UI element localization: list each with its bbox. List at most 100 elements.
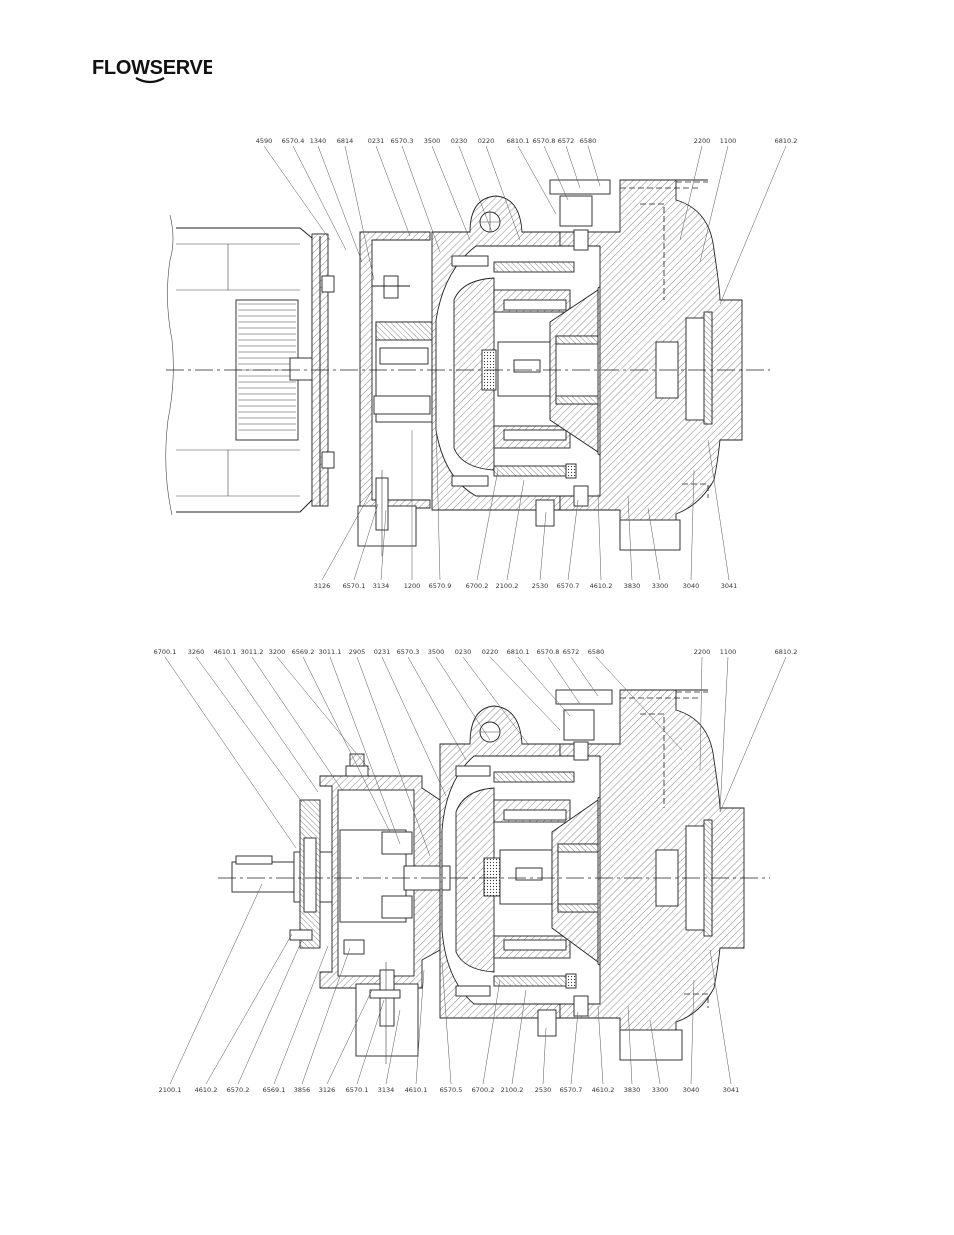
part-label-6570-2: 6570.2 <box>227 1086 250 1094</box>
leader-line <box>326 989 373 1085</box>
part-label-6700-2: 6700.2 <box>472 1086 495 1094</box>
leader-line <box>506 479 525 581</box>
leader-line <box>719 656 787 813</box>
leader-line <box>690 979 695 1085</box>
leader-line <box>597 493 602 581</box>
leader-line <box>699 145 729 263</box>
logo-swoosh <box>135 77 165 84</box>
part-label-2100-2: 2100.2 <box>496 582 519 590</box>
part-label-6700-2: 6700.2 <box>466 582 489 590</box>
leader-line <box>375 145 411 237</box>
flowserve-logo: FLOWSERVE <box>92 57 212 84</box>
leader-line <box>543 145 569 201</box>
leader-line <box>517 656 571 717</box>
leader-line <box>699 656 703 771</box>
leader-line <box>273 945 329 1085</box>
magnet-assembly-2 <box>483 771 577 989</box>
leader-line <box>329 656 401 845</box>
part-label-2100-2: 2100.2 <box>501 1086 524 1094</box>
bearing-foot <box>355 962 419 1064</box>
leader-line <box>164 656 297 849</box>
leader-line <box>401 145 441 253</box>
leader-line <box>321 489 373 581</box>
leader-line <box>679 145 703 241</box>
part-label-3041: 3041 <box>723 1086 740 1094</box>
top-leader-lines <box>263 145 787 581</box>
part-label-3300: 3300 <box>652 1086 669 1094</box>
part-label-3011-2: 3011.2 <box>241 648 264 656</box>
leader-line <box>482 979 501 1085</box>
part-label-2530: 2530 <box>535 1086 552 1094</box>
rear-casing-2 <box>439 705 561 1019</box>
leader-line <box>251 656 343 791</box>
part-label-6572: 6572 <box>558 137 575 145</box>
part-label-3040: 3040 <box>683 1086 700 1094</box>
magnet-assembly <box>481 261 577 479</box>
leader-line <box>435 419 441 581</box>
leader-line <box>690 469 695 581</box>
part-label-6700-1: 6700.1 <box>154 648 177 656</box>
leader-line <box>709 949 732 1085</box>
leader-line <box>587 145 601 187</box>
leader-line <box>224 656 319 793</box>
part-label-4610-1: 4610.1 <box>214 648 237 656</box>
part-label-6570-4: 6570.4 <box>282 137 305 145</box>
part-label-6569-1: 6569.1 <box>263 1086 286 1094</box>
leader-line <box>344 145 375 281</box>
leader-line <box>627 495 633 581</box>
leader-line <box>356 999 385 1085</box>
part-label-6570-5: 6570.5 <box>440 1086 463 1094</box>
bearing-housing <box>289 753 451 989</box>
leader-line <box>302 656 391 833</box>
leader-line <box>317 145 363 263</box>
part-label-6570-3: 6570.3 <box>391 137 414 145</box>
pump-casing <box>535 179 743 551</box>
part-label-6570-7: 6570.7 <box>560 1086 583 1094</box>
part-label-1340: 1340 <box>310 137 327 145</box>
part-label-6810-1: 6810.1 <box>507 137 530 145</box>
leader-line <box>415 969 425 1085</box>
leader-line <box>169 883 263 1085</box>
leader-line <box>647 507 661 581</box>
part-label-3856: 3856 <box>294 1086 311 1094</box>
leader-line <box>356 656 431 857</box>
part-label-6580: 6580 <box>588 648 605 656</box>
part-label-2200: 2200 <box>694 648 711 656</box>
part-label-3500: 3500 <box>428 648 445 656</box>
leader-line <box>476 469 499 581</box>
part-label-6580: 6580 <box>580 137 597 145</box>
leader-line <box>381 656 447 797</box>
part-label-3041: 3041 <box>721 582 738 590</box>
part-label-2905: 2905 <box>349 648 366 656</box>
part-label-2200: 2200 <box>694 137 711 145</box>
leader-line <box>431 145 471 241</box>
part-label-3134: 3134 <box>378 1086 395 1094</box>
part-label-4610-1: 4610.1 <box>405 1086 428 1094</box>
leader-line <box>380 509 387 581</box>
leader-line <box>719 656 729 813</box>
part-label-3011-1: 3011.1 <box>319 648 342 656</box>
leader-line <box>301 947 351 1085</box>
part-label-3300: 3300 <box>652 582 669 590</box>
leader-line <box>237 939 303 1085</box>
leader-line <box>205 933 293 1085</box>
leader-line <box>547 656 581 705</box>
leader-line <box>595 656 683 751</box>
part-label-0220: 0220 <box>482 648 499 656</box>
leader-line <box>707 439 730 581</box>
leader-line <box>458 145 493 233</box>
part-label-6570-1: 6570.1 <box>343 582 366 590</box>
part-label-6570-9: 6570.9 <box>429 582 452 590</box>
part-label-6570-7: 6570.7 <box>557 582 580 590</box>
part-label-0231: 0231 <box>368 137 385 145</box>
leader-line <box>649 1019 661 1085</box>
leader-line <box>565 145 581 189</box>
leader-line <box>263 145 331 241</box>
part-label-2530: 2530 <box>532 582 549 590</box>
part-label-1100: 1100 <box>720 137 737 145</box>
